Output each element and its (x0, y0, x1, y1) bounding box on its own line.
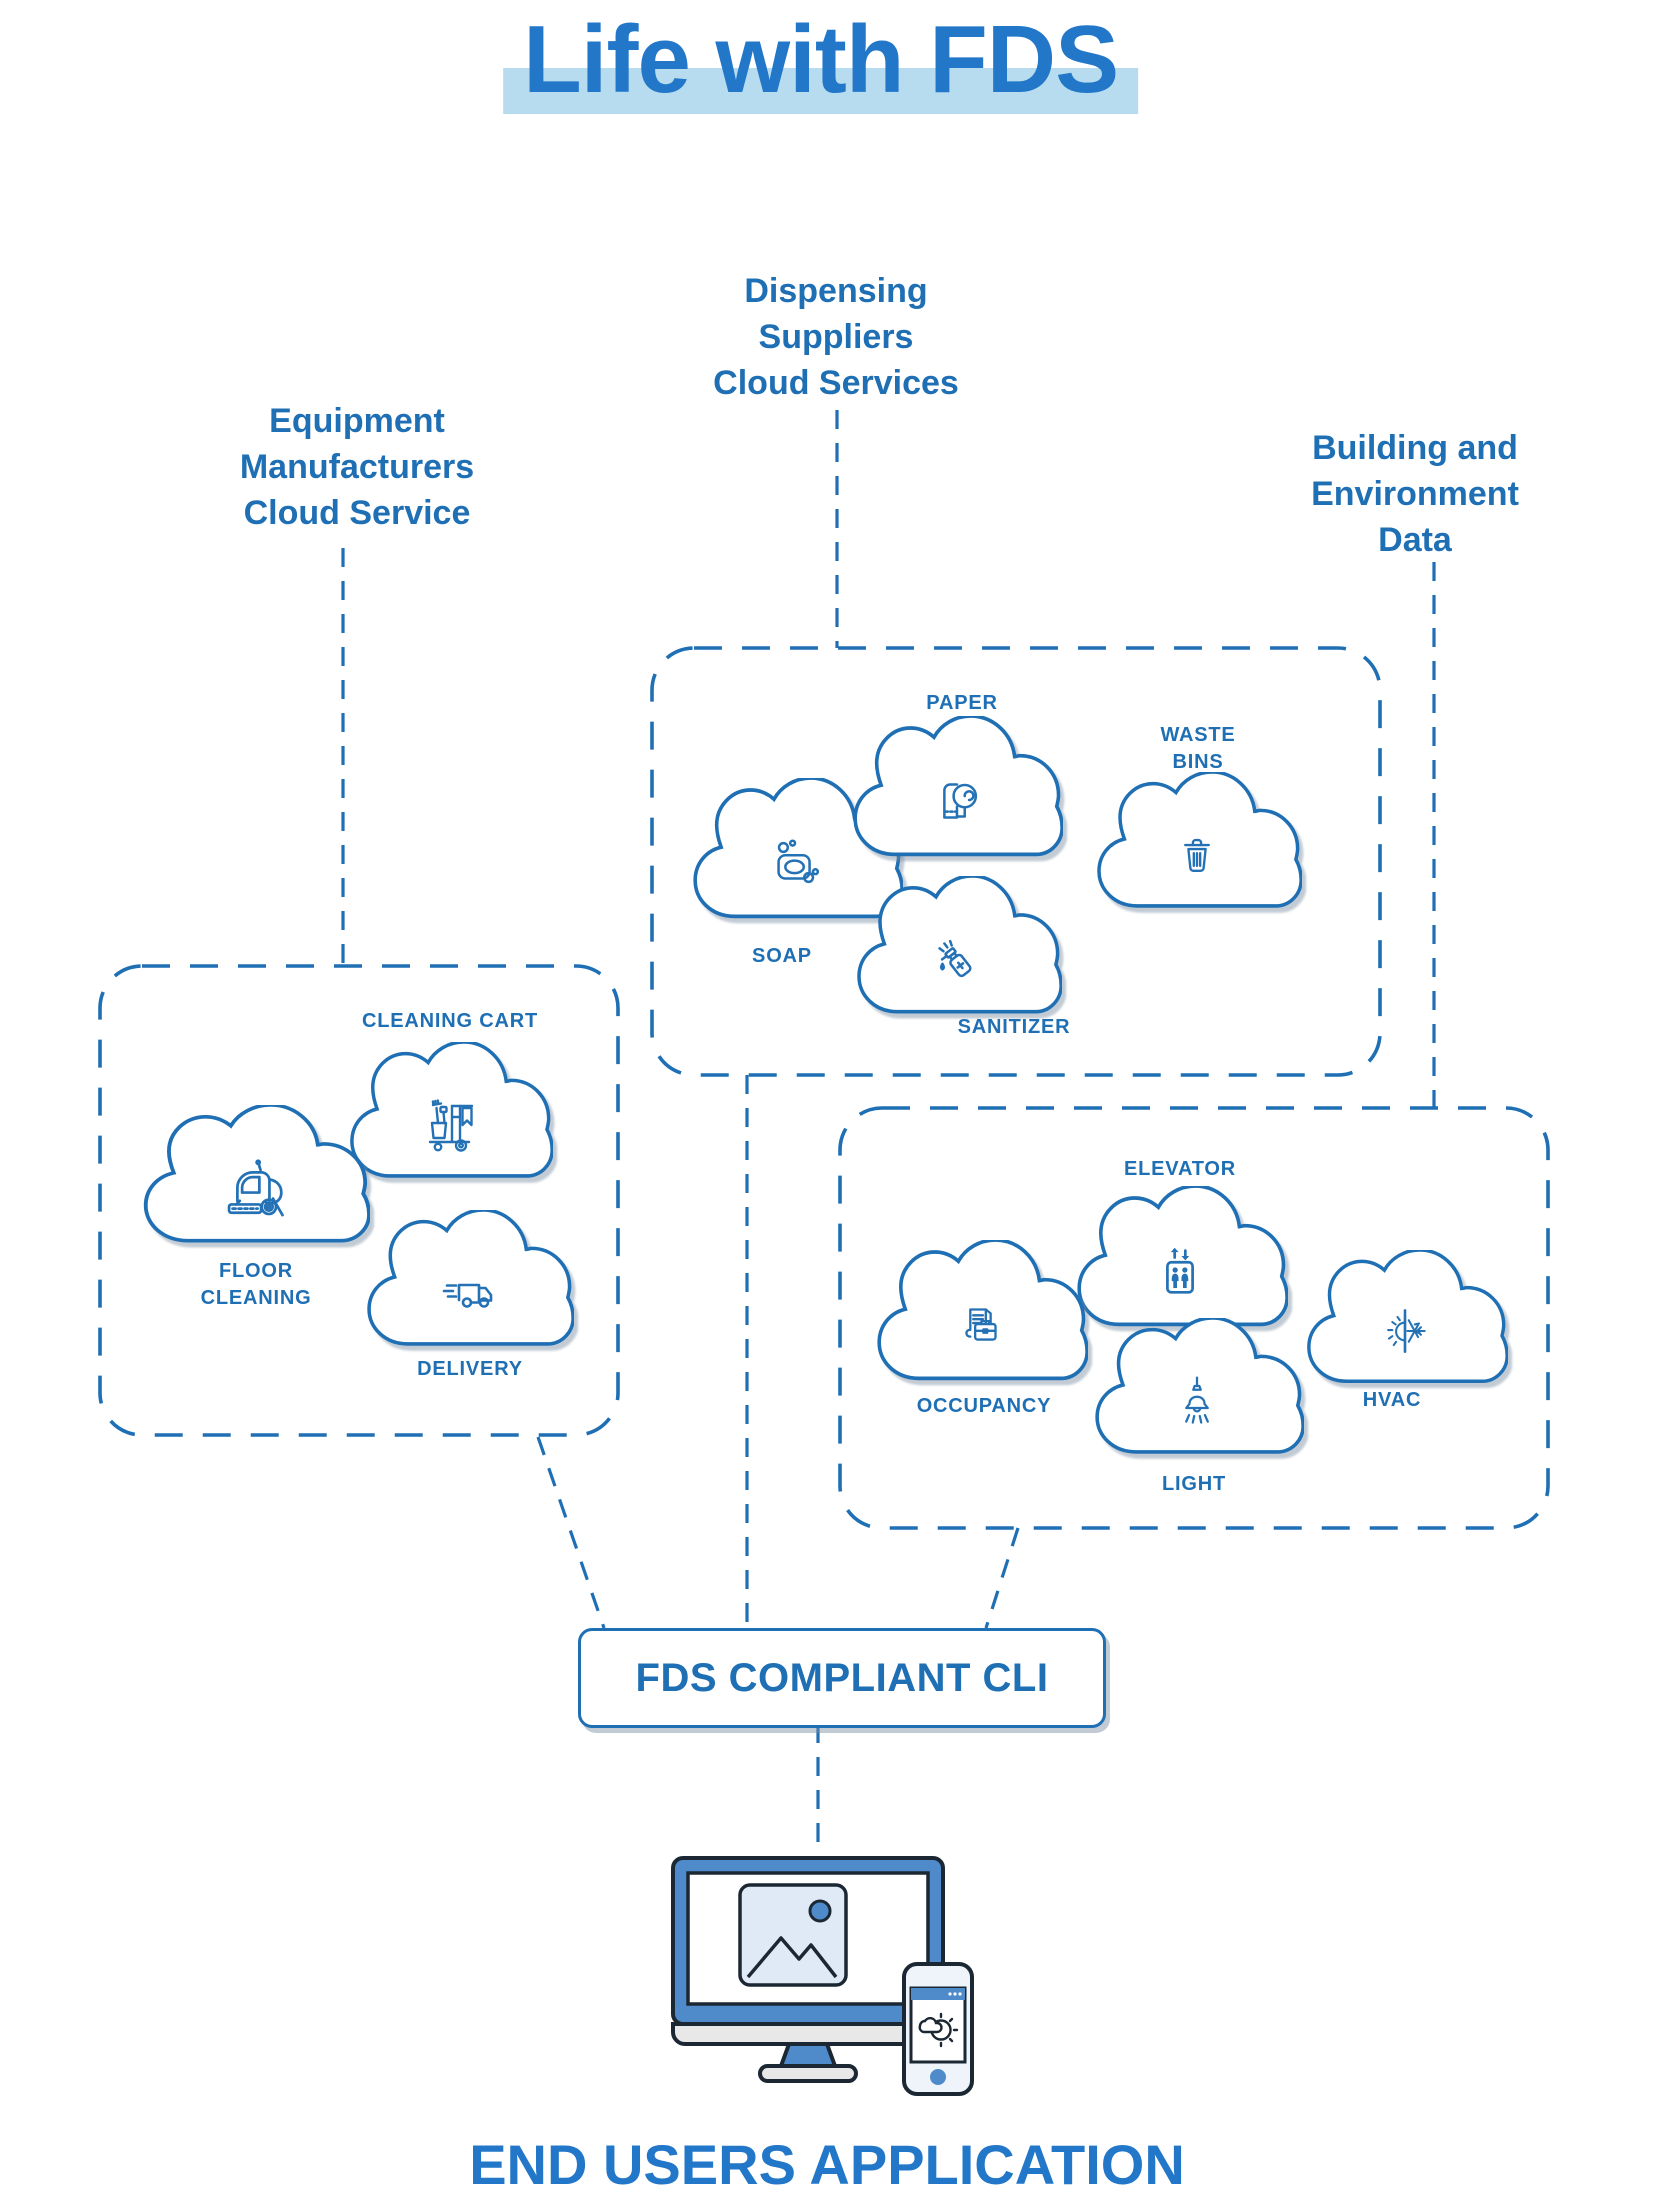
cloud-shape (1077, 1186, 1288, 1327)
label-building-environment: Building and Environment Data (1311, 429, 1519, 560)
end-users-caption: END USERS APPLICATION (469, 2133, 1185, 2196)
group-box-dispensing (650, 646, 1382, 1077)
monitor-icon (671, 1856, 945, 2083)
cloud-label-floor-cleaning: FLOOR CLEANING (200, 1260, 312, 1309)
cloud-delivery (362, 1210, 574, 1360)
soap-icon (776, 839, 819, 884)
weather-icon (918, 2012, 959, 2048)
cloud-shape (857, 876, 1062, 1014)
fds-cli-label: FDS COMPLIANT CLI (635, 1655, 1049, 1700)
cloud-sanitizer (852, 876, 1062, 1028)
cloud-floor-cleaning (138, 1105, 370, 1257)
cloud-paper (848, 716, 1063, 871)
page-title: Life with FDS (503, 12, 1139, 114)
cloud-occupancy (872, 1240, 1088, 1395)
cloud-cleaning-cart (345, 1042, 553, 1192)
sanitizer-bottle-icon (938, 939, 972, 977)
label-dispensing-suppliers: Dispensing Suppliers Cloud Services (713, 272, 959, 403)
trash-bin-icon (1184, 838, 1210, 872)
fds-cli-box: FDS COMPLIANT CLI (578, 1628, 1106, 1728)
cloud-shape (693, 778, 903, 919)
cloud-soap (688, 778, 903, 933)
cloud-label-waste-bins: WASTE BINS (1160, 724, 1236, 773)
cloud-label-delivery: DELIVERY (417, 1358, 523, 1380)
cloud-label-light: LIGHT (1162, 1473, 1226, 1495)
pendant-lamp-icon (1185, 1375, 1209, 1424)
connector-building-to-cli (984, 1527, 1020, 1629)
cloud-shape (1307, 1250, 1508, 1383)
briefcase-document-icon (965, 1308, 997, 1341)
cloud-label-occupancy: OCCUPANCY (916, 1395, 1052, 1417)
cloud-shape (853, 716, 1063, 857)
delivery-truck-icon (442, 1283, 493, 1308)
label-equipment-manufacturers: Equipment Manufacturers Cloud Service (239, 402, 475, 533)
cloud-label-hvac: HVAC (1362, 1389, 1422, 1411)
sun-snowflake-icon (1387, 1308, 1426, 1353)
cloud-label-paper: PAPER (926, 692, 998, 714)
floor-scrubber-icon (227, 1158, 284, 1217)
cloud-shape (367, 1210, 574, 1346)
cleaning-cart-icon (428, 1098, 474, 1152)
cloud-label-elevator: ELEVATOR (1124, 1158, 1236, 1180)
cloud-label-sanitizer: SANITIZER (957, 1016, 1071, 1038)
elevator-icon (1166, 1248, 1194, 1294)
cloud-label-cleaning-cart: CLEANING CART (362, 1010, 538, 1032)
toilet-paper-icon (942, 783, 977, 819)
smartphone-icon (902, 1962, 974, 2096)
cloud-hvac (1302, 1250, 1508, 1397)
group-box-equipment (98, 964, 620, 1437)
cloud-waste-bins (1092, 772, 1302, 922)
cloud-elevator (1072, 1186, 1288, 1341)
cloud-light (1090, 1318, 1304, 1468)
connector-equipment-to-cli (536, 1436, 606, 1629)
cloud-label-soap: SOAP (752, 945, 812, 967)
group-box-building (838, 1106, 1550, 1530)
end-user-devices (671, 1856, 974, 2096)
